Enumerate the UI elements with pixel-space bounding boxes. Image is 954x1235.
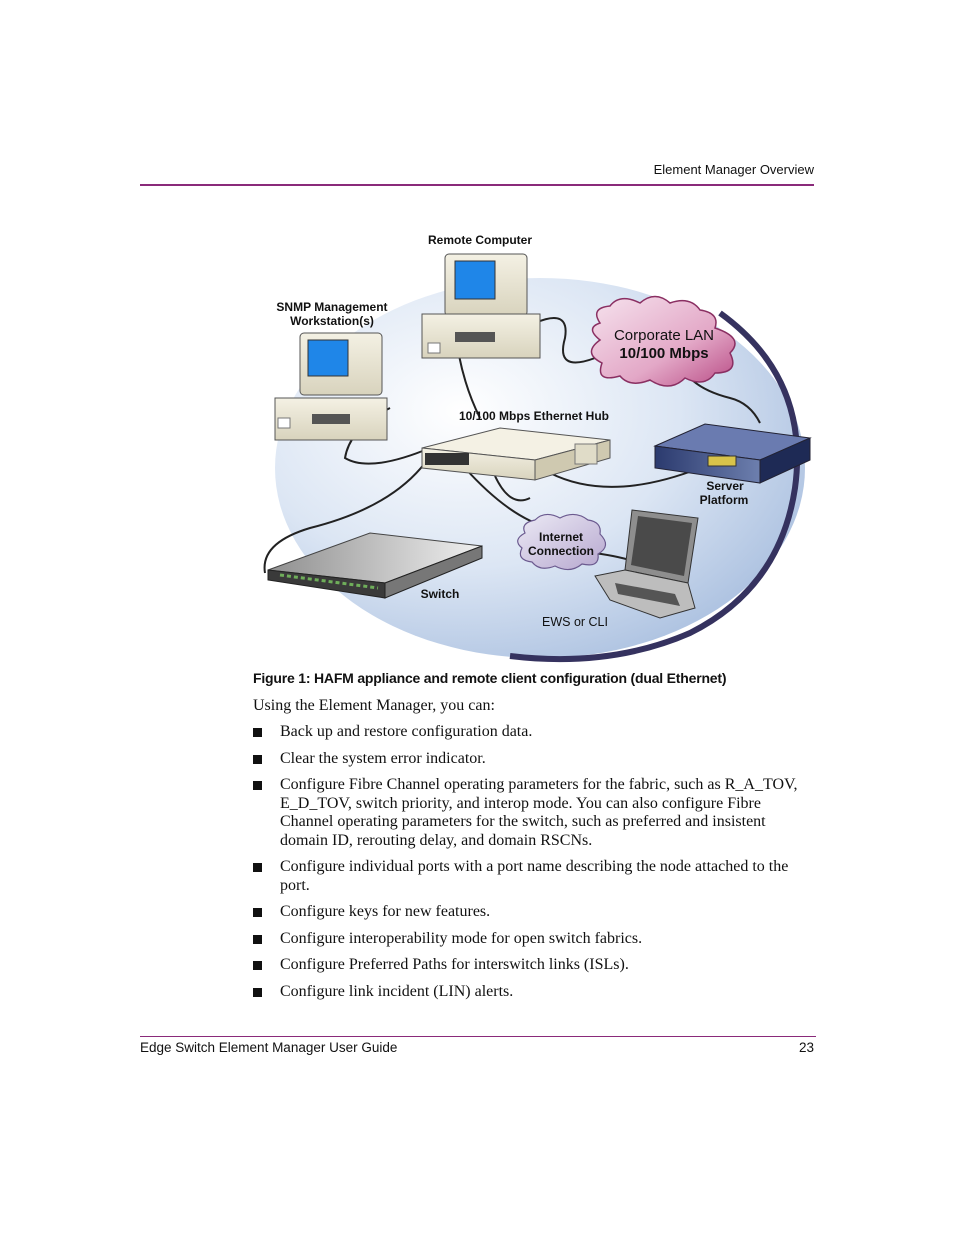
switch-icon	[267, 532, 483, 599]
intro-text: Using the Element Manager, you can:	[253, 697, 495, 714]
list-item: Clear the system error indicator.	[253, 750, 813, 769]
list-item-text: Clear the system error indicator.	[280, 749, 486, 767]
label-switch: Switch	[421, 587, 460, 601]
list-item: Configure interoperability mode for open…	[253, 930, 813, 949]
list-item-text: Back up and restore configuration data.	[280, 723, 533, 740]
bullet-square-icon	[253, 781, 262, 790]
list-item: Configure Preferred Paths for interswitc…	[253, 956, 813, 975]
label-server-line2: Platform	[700, 493, 749, 507]
label-ethernet-hub: 10/100 Mbps Ethernet Hub	[459, 409, 609, 423]
bullet-square-icon	[253, 987, 262, 997]
footer-rule	[140, 1036, 816, 1037]
bullet-square-icon	[253, 908, 262, 917]
list-item-text: Configure individual ports with a port n…	[280, 858, 789, 894]
bullet-square-icon	[253, 728, 262, 737]
bullet-square-icon	[253, 863, 262, 872]
footer-page-number: 23	[798, 1040, 814, 1055]
bullet-square-icon	[253, 754, 262, 764]
list-item: Configure Fibre Channel operating parame…	[253, 776, 813, 850]
server-platform-icon	[653, 423, 812, 484]
figure-caption: Figure 1: HAFM appliance and remote clie…	[253, 670, 727, 686]
remote-computer-icon	[421, 253, 541, 359]
label-remote-computer: Remote Computer	[428, 233, 532, 247]
diagram-svg: Remote Computer SNMP Management Workstat…	[263, 233, 812, 663]
ellipse-shadow-arc	[509, 310, 801, 663]
list-item: Configure link incident (LIN) alerts.	[253, 983, 813, 1002]
list-item-text: Configure link incident (LIN) alerts.	[280, 982, 514, 1000]
footer-guide-title: Edge Switch Element Manager User Guide	[140, 1040, 398, 1055]
list-item: Back up and restore configuration data.	[253, 723, 813, 742]
network-diagram: Remote Computer SNMP Management Workstat…	[250, 228, 820, 668]
list-item-text: Configure interoperability mode for open…	[280, 929, 643, 947]
bullet-square-icon	[253, 934, 262, 944]
label-server-line1: Server	[706, 479, 744, 493]
label-internet-line1: Internet	[539, 530, 583, 544]
list-item-text: Configure Preferred Paths for interswitc…	[280, 956, 629, 973]
list-item-text: Configure Fibre Channel operating parame…	[280, 776, 798, 849]
snmp-workstation-icon	[274, 332, 388, 441]
feature-list: Back up and restore configuration data. …	[253, 723, 813, 1009]
label-snmp-line1: SNMP Management	[276, 300, 387, 314]
label-corporate-lan-line1: Corporate LAN	[614, 327, 714, 344]
header-rule	[140, 184, 814, 186]
list-item-text: Configure keys for new features.	[280, 903, 491, 920]
corporate-lan-cloud	[590, 295, 736, 387]
running-header: Element Manager Overview	[653, 162, 814, 177]
label-snmp-line2: Workstation(s)	[290, 314, 374, 328]
ethernet-hub-icon	[421, 427, 611, 481]
internet-connection-cloud	[517, 513, 607, 571]
label-internet-line2: Connection	[528, 544, 594, 558]
list-item: Configure keys for new features.	[253, 903, 813, 922]
label-corporate-lan-line2: 10/100 Mbps	[619, 345, 708, 362]
list-item: Configure individual ports with a port n…	[253, 858, 813, 895]
bullet-square-icon	[253, 961, 262, 970]
laptop-icon	[594, 509, 699, 619]
label-ews-cli: EWS or CLI	[542, 615, 608, 629]
